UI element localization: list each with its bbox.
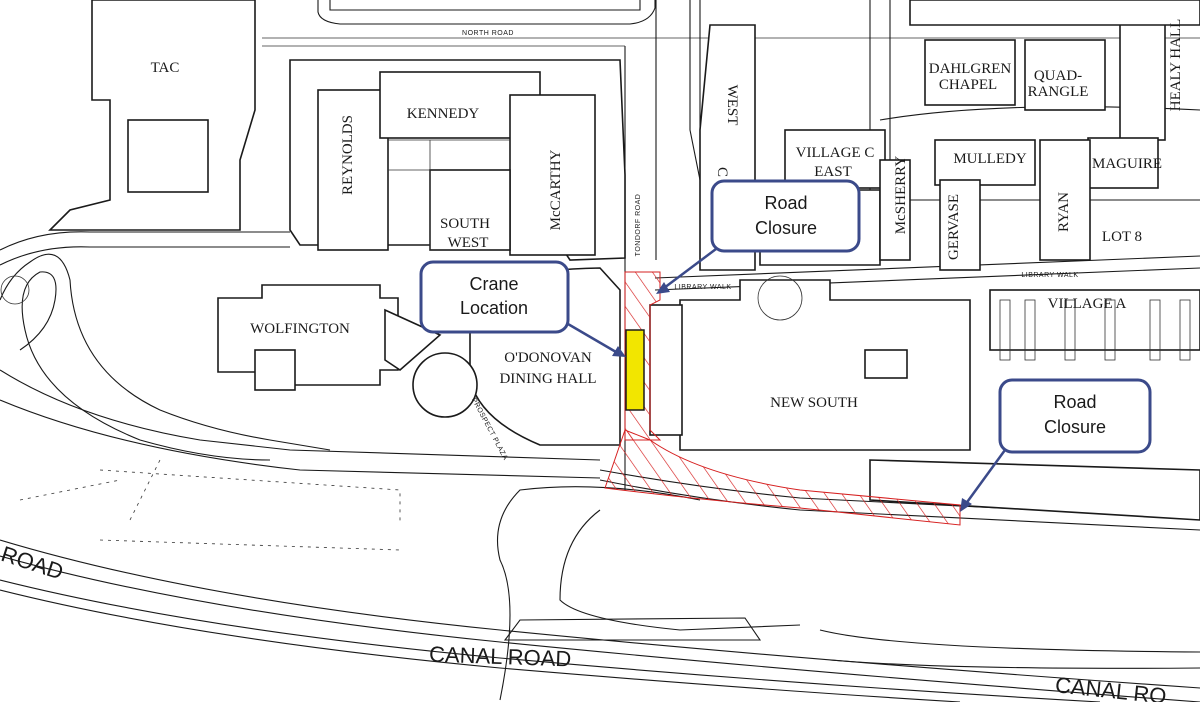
callout-road-closure-right-arrow — [963, 449, 1007, 506]
label-canal-road-left: ROAD — [0, 541, 66, 584]
callout-road-closure-top: Road Closure — [656, 179, 861, 294]
callout-road-closure-right-box — [998, 378, 1152, 454]
label-village-a: VILLAGE A — [1048, 296, 1127, 312]
callout-crane-line1: Crane — [469, 274, 518, 294]
label-wolfington: WOLFINGTON — [250, 321, 350, 337]
label-kennedy: KENNEDY — [407, 106, 480, 122]
label-tac: TAC — [151, 60, 180, 76]
label-new-south: NEW SOUTH — [770, 395, 858, 411]
label-dahlgren-1: DAHLGREN — [929, 61, 1012, 77]
label-north-road: NORTH ROAD — [462, 30, 514, 37]
arrow-head-icon — [960, 498, 972, 512]
callout-crane-box — [419, 260, 570, 334]
building-labels: TAC KENNEDY REYNOLDS McCARTHY SOUTH WEST… — [151, 19, 1184, 411]
callout-road-closure-right-line1: Road — [1053, 392, 1096, 412]
label-quadrangle-2: RANGLE — [1028, 84, 1089, 100]
arrow-head-icon — [612, 346, 626, 357]
label-ryan: RYAN — [1056, 192, 1072, 232]
label-odonovan-2: DINING HALL — [499, 371, 596, 387]
village-a-units — [999, 299, 1191, 361]
callout-road-closure-right: Road Closure — [960, 378, 1152, 512]
label-mcsherry: McSHERRY — [893, 156, 909, 235]
callout-road-closure-top-line2: Closure — [755, 218, 817, 238]
label-mccarthy: McCARTHY — [548, 149, 564, 230]
label-dahlgren-2: CHAPEL — [939, 77, 997, 93]
callout-road-closure-top-box — [710, 179, 861, 253]
label-canal-road-right: CANAL RO — [1054, 672, 1168, 702]
buildings — [217, 0, 1200, 521]
callout-road-closure-top-line1: Road — [764, 193, 807, 213]
label-quadrangle-1: QUAD- — [1034, 68, 1082, 84]
label-tondorf-road: TONDORF ROAD — [635, 194, 642, 257]
label-south-west-1: SOUTH — [440, 216, 490, 232]
callout-crane-arrow — [567, 322, 617, 354]
label-library-walk-2: LIBRARY WALK — [1021, 272, 1078, 279]
callout-crane-location: Crane Location — [419, 260, 626, 357]
label-village-c-east-2: EAST — [814, 164, 852, 180]
label-south-west-2: WEST — [448, 235, 489, 251]
callout-crane-line2: Location — [460, 298, 528, 318]
label-canal-road-center: CANAL ROAD — [429, 642, 572, 672]
closure-zone-south-path — [604, 429, 961, 526]
label-gervase: GERVASE — [946, 194, 962, 260]
label-village-c-east-1: VILLAGE C — [796, 145, 875, 161]
label-odonovan-1: O'DONOVAN — [504, 350, 592, 366]
label-healy-hall: HEALY HALL — [1168, 19, 1184, 112]
label-reynolds: REYNOLDS — [340, 115, 356, 195]
label-library-walk-1: LIBRARY WALK — [674, 284, 731, 291]
label-village-c-west-2: C — [714, 167, 730, 177]
label-maguire: MAGUIRE — [1092, 156, 1162, 172]
label-lot8: LOT 8 — [1102, 229, 1142, 245]
label-village-c-west-1: WEST — [724, 85, 740, 126]
crane-marker — [625, 329, 645, 411]
label-mulledy: MULLEDY — [953, 151, 1026, 167]
callout-road-closure-right-line2: Closure — [1044, 417, 1106, 437]
arrow-head-icon — [656, 282, 670, 294]
road-labels: NORTH ROAD TONDORF ROAD LIBRARY WALK LIB… — [0, 30, 1168, 702]
